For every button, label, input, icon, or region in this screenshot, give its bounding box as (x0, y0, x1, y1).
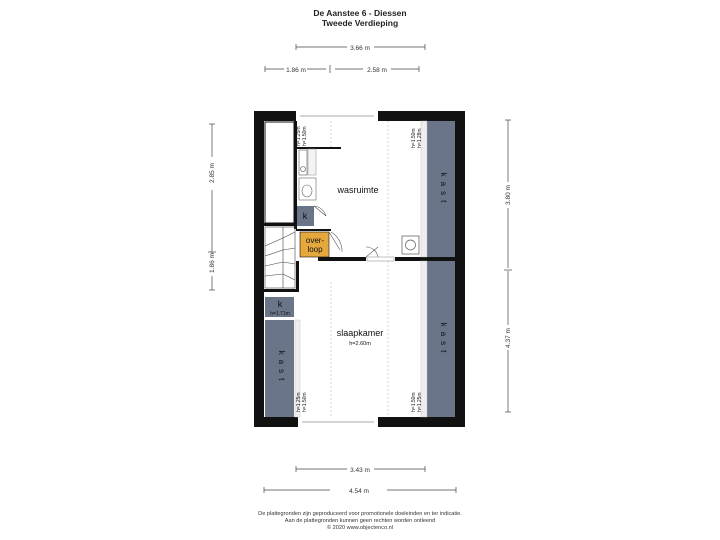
wall-mid-a (318, 257, 366, 261)
height-slaapkamer-2: h=1.25m (417, 392, 423, 412)
kast-small-upper-label: k (303, 211, 308, 221)
kast-upper-right-label: kast (439, 173, 448, 208)
room-label-slaapkamer: slaapkamer (337, 328, 384, 338)
dim-top-left: 1.86 m (286, 67, 306, 74)
height-wasruimte-1: h=1.50m (411, 128, 417, 148)
dim-bottom-inner: 3.43 m (350, 467, 370, 474)
plan-subtitle: Tweede Verdieping (321, 18, 399, 28)
footer-copyright: © 2020 www.objectenco.nl (326, 525, 393, 531)
washing-machine (401, 235, 420, 255)
door-swings (313, 205, 395, 262)
dim-bottom-total: 4.54 m (349, 488, 369, 495)
height-wasruimte-2: h=1.28m (417, 128, 423, 148)
footer-disclaimer-1: De plattegronden zijn geproduceerd voor … (258, 511, 462, 517)
wall-mid-b (395, 257, 455, 261)
dimension-lines (208, 44, 512, 493)
kast-small-lower-height: h=1.71m (270, 311, 290, 317)
kast-small-lower-label: k (278, 299, 283, 309)
dim-top-total: 3.66 m (350, 45, 370, 52)
wall-stairs-right (296, 261, 299, 291)
kast-lower-right (427, 261, 455, 417)
height-slaapkamer-1: h=1.50m (411, 392, 417, 412)
sink-cabinet (298, 149, 308, 176)
plan-title: De Aanstee 6 - Diessen (313, 8, 407, 18)
overloop-label-1: over- (306, 236, 325, 245)
height-slaapkamer-left-2: h=1.50m (302, 392, 308, 412)
room-height-slaapkamer: h=2.60m (349, 341, 371, 347)
footer-disclaimer-2: Aan de plattegronden kunnen geen rechten… (284, 518, 436, 524)
wall-closet-strip (294, 121, 297, 229)
height-cupboard-2: h=1.50m (302, 126, 308, 146)
overloop-label-2: loop (307, 245, 323, 254)
wall-stairs-top (264, 223, 300, 226)
built-in-cupboard (264, 121, 295, 224)
dim-right-upper: 3.80 m (505, 185, 512, 205)
kast-small-upper (297, 206, 314, 226)
height-slaapkamer-left-1: h=1.25m (296, 392, 302, 412)
toilet-icon (301, 184, 313, 198)
dim-left-upper: 2.85 m (209, 163, 216, 183)
dim-top-right: 2.58 m (367, 67, 387, 74)
room-label-wasruimte: wasruimte (336, 185, 378, 195)
kast-lower-right-label: kast (439, 323, 448, 358)
wall-wasruimte-cabinet (297, 147, 341, 149)
overloop-area (299, 231, 330, 258)
sink-icon (300, 166, 306, 172)
kast-lower-left-label: kast (277, 351, 286, 386)
kast-small-lower (265, 297, 294, 317)
wall-overloop-top (296, 229, 331, 231)
kast-lower-left (265, 320, 294, 417)
dim-right-lower: 4.37 m (505, 328, 512, 348)
dim-left-lower: 1.86 m (209, 253, 216, 273)
washing-machine-icon (405, 239, 416, 251)
wall-stairs-bottom (264, 289, 299, 292)
kast-upper-right (427, 121, 455, 257)
staircase (264, 226, 296, 289)
height-cupboard-1: h=1.25m (296, 126, 302, 146)
